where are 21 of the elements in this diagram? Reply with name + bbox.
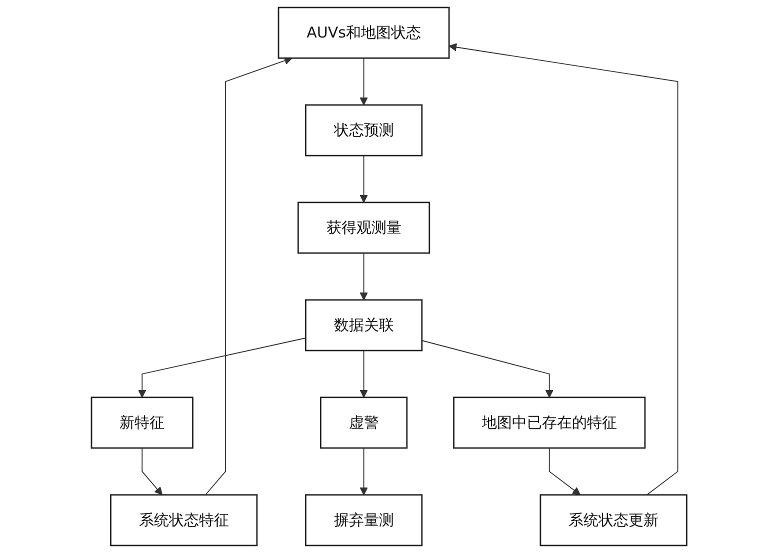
node-box: 状态预测 (305, 104, 423, 156)
node-box: 摒弃量测 (305, 494, 423, 546)
arrow (422, 340, 554, 398)
arrow (360, 58, 368, 106)
arrow (360, 252, 368, 300)
arrow (360, 350, 368, 398)
arrow (205, 56, 293, 496)
node-box: 系统状态特征 (110, 494, 258, 546)
arrow (549, 448, 581, 496)
node-box: 虚警 (320, 396, 408, 449)
node-box: 获得观测量 (298, 202, 430, 254)
node-box: 新特征 (91, 396, 194, 449)
arrow (360, 155, 368, 203)
arrow (138, 338, 307, 398)
arrow (360, 448, 368, 496)
node-box: 地图中已存在的特征 (453, 396, 646, 449)
node-box: AUVs和地图状态 (278, 6, 450, 59)
node-box: 系统状态更新 (540, 494, 688, 546)
arrow (449, 43, 679, 496)
arrow (142, 448, 163, 496)
node-box: 数据关联 (305, 299, 423, 352)
